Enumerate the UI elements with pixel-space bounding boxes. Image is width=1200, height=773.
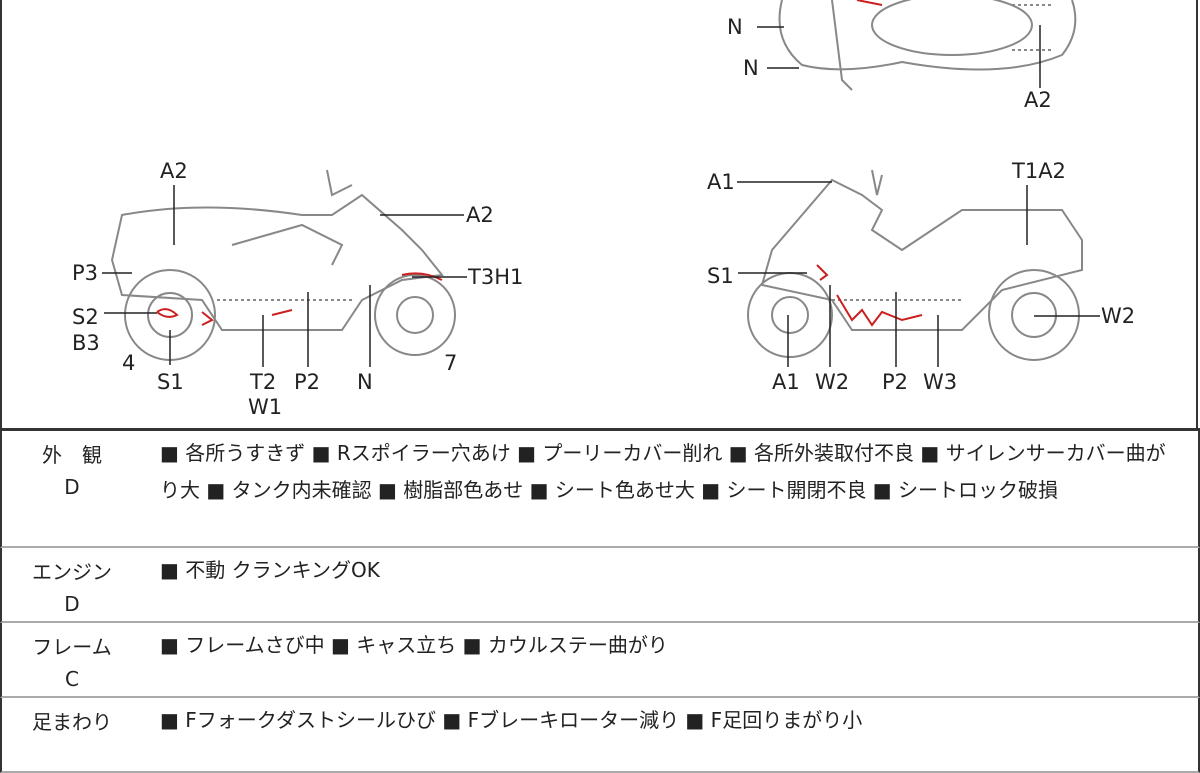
row-header: 外 観 D — [2, 431, 142, 546]
inspection-table: 外 観 D ■ 各所うすきず ■ Rスポイラー穴あけ ■ プーリーカバー削れ ■ … — [0, 428, 1200, 773]
damage-label: T2 — [250, 370, 277, 394]
damage-label: P2 — [294, 370, 321, 394]
top-view-scooter — [778, 0, 1077, 91]
row-engine: エンジン D ■ 不動 クランキングOK — [0, 548, 1200, 623]
damage-label: A2 — [160, 159, 188, 183]
section-notes: ■ フレームさび中 ■ キャス立ち ■ カウルステー曲がり — [160, 633, 668, 657]
section-name: フレーム — [32, 635, 112, 659]
section-name: 足まわり — [32, 710, 112, 734]
section-name: 外 観 — [42, 443, 102, 467]
section-notes: ■ 不動 クランキングOK — [160, 558, 380, 582]
section-name: エンジン — [32, 560, 112, 584]
section-notes: ■ Fフォークダストシールひび ■ Fブレーキローター減り ■ F足回りまがり小 — [160, 708, 863, 732]
row-header: 足まわり — [2, 698, 142, 771]
damage-label: N — [727, 15, 743, 39]
leader-lines — [102, 25, 1100, 367]
damage-label: S2 — [72, 305, 99, 329]
row-frame: フレーム C ■ フレームさび中 ■ キャス立ち ■ カウルステー曲がり — [0, 623, 1200, 698]
damage-label: W1 — [248, 395, 283, 419]
damage-label: 4 — [122, 351, 136, 375]
row-exterior: 外 観 D ■ 各所うすきず ■ Rスポイラー穴あけ ■ プーリーカバー削れ ■ … — [0, 431, 1200, 548]
damage-label: A2 — [1024, 88, 1052, 112]
damage-label: S1 — [157, 370, 184, 394]
scooter-illustrations — [102, 0, 1100, 367]
damage-label: W3 — [923, 370, 958, 394]
section-grade: C — [65, 667, 79, 691]
damage-label: T3H1 — [468, 265, 524, 289]
right-side-scooter — [747, 169, 1083, 361]
damage-label: P2 — [882, 370, 909, 394]
damage-label: 7 — [444, 351, 458, 375]
damage-label: B3 — [72, 331, 100, 355]
damage-label: T1A2 — [1012, 159, 1066, 183]
damage-label: A2 — [466, 203, 494, 227]
damage-label: A1 — [772, 370, 800, 394]
damage-label: W2 — [1101, 304, 1136, 328]
damage-label: A1 — [707, 170, 735, 194]
section-grade: D — [64, 592, 80, 616]
damage-label: S1 — [707, 264, 734, 288]
damage-marks — [156, 0, 923, 327]
row-suspension: 足まわり ■ Fフォークダストシールひび ■ Fブレーキローター減り ■ F足回… — [0, 698, 1200, 773]
row-header: フレーム C — [2, 623, 142, 696]
damage-label: N — [743, 56, 759, 80]
damage-label: N — [357, 370, 373, 394]
left-side-scooter — [110, 169, 456, 361]
inspection-diagram: A2 A2 P3 T3H1 S2 B3 4 S1 T2 P2 N 7 W1 A1… — [0, 0, 1198, 428]
row-header: エンジン D — [2, 548, 142, 621]
section-notes: ■ 各所うすきず ■ Rスポイラー穴あけ ■ プーリーカバー削れ ■ 各所外装取… — [160, 441, 1166, 502]
damage-label: P3 — [72, 261, 99, 285]
section-grade: D — [64, 475, 80, 499]
damage-label: W2 — [815, 370, 850, 394]
